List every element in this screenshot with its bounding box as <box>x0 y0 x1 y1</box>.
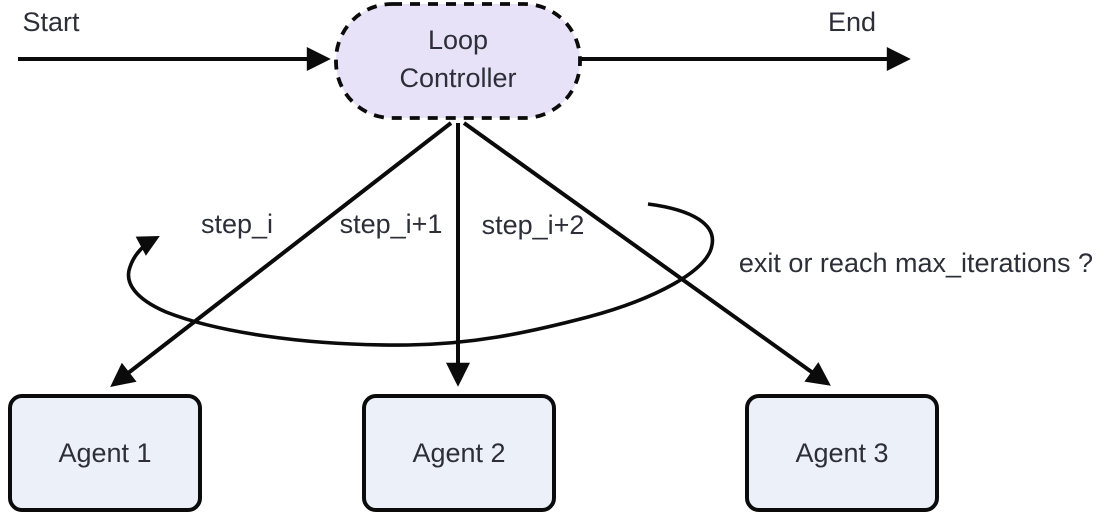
agent2-label: Agent 2 <box>412 438 505 468</box>
agent3-box <box>745 394 939 512</box>
edge-controller-to-agent3 <box>462 121 831 386</box>
agent-node-3: Agent 3 <box>745 394 939 512</box>
start-label: Start <box>22 7 80 37</box>
loop-controller-node <box>334 2 582 120</box>
edge-label-step-i: step_i <box>201 209 273 239</box>
agent1-label: Agent 1 <box>58 438 151 468</box>
end-label: End <box>828 7 876 37</box>
loop-controller-label-line2: Controller <box>399 63 516 93</box>
agent2-box <box>362 394 556 512</box>
loop-condition-label: exit or reach max_iterations ? <box>739 248 1093 278</box>
loop-back-arrow <box>126 202 715 347</box>
edge-label-step-i1: step_i+1 <box>340 209 443 239</box>
agent-node-1: Agent 1 <box>8 394 202 512</box>
loop-controller-label-line1: Loop <box>428 25 488 55</box>
edge-controller-to-agent1 <box>110 121 453 387</box>
agent3-label: Agent 3 <box>795 438 888 468</box>
agent-node-2: Agent 2 <box>362 394 556 512</box>
edge-label-step-i2: step_i+2 <box>482 210 585 240</box>
agent1-box <box>8 394 202 512</box>
